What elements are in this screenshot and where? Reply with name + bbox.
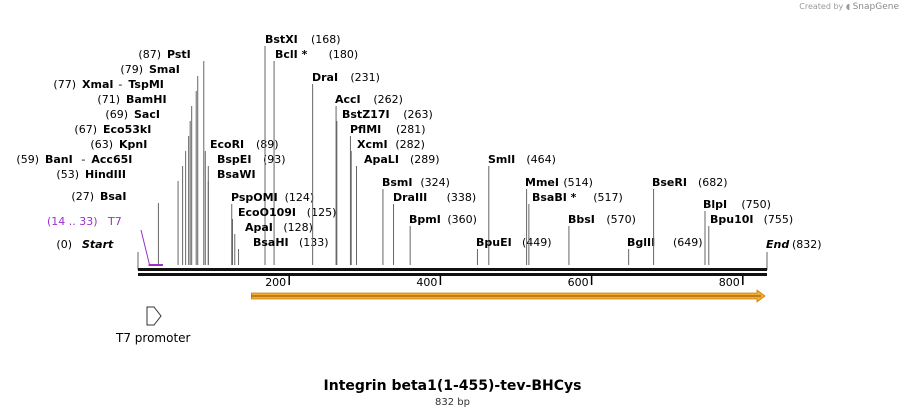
site-name: BanI bbox=[45, 153, 73, 166]
site-position: (27) bbox=[71, 190, 94, 203]
site-name: XcmI bbox=[357, 138, 388, 151]
site-name: ApaLI bbox=[364, 153, 399, 166]
site-position: (281) bbox=[396, 123, 426, 136]
site-name: BspEI bbox=[217, 153, 251, 166]
sequence-length: 832 bp bbox=[435, 397, 470, 408]
site-position: (649) bbox=[673, 236, 703, 249]
site-name: EcoO109I bbox=[238, 206, 296, 219]
credit-prefix: Created by bbox=[799, 2, 844, 11]
end-position: (832) bbox=[792, 238, 822, 251]
site-name: BsaI bbox=[100, 190, 126, 203]
ruler-label: 600 bbox=[568, 276, 589, 289]
site-name: BlpI bbox=[703, 198, 727, 211]
site-position: (289) bbox=[410, 153, 440, 166]
site-position: (53) bbox=[56, 168, 79, 181]
site-name: Bpu10I bbox=[710, 213, 754, 226]
site-name: ApaI bbox=[245, 221, 273, 234]
site-name: BsmI bbox=[382, 176, 413, 189]
site-position: (133) bbox=[299, 236, 329, 249]
site-name: SmaI bbox=[149, 63, 180, 76]
site-position: (517) bbox=[593, 191, 623, 204]
start-position: (0) bbox=[56, 238, 72, 251]
backbone-bottom-strand bbox=[138, 273, 767, 276]
site-name: BsaHI bbox=[253, 236, 289, 249]
site-name: PstI bbox=[167, 48, 191, 61]
site-position: (755) bbox=[764, 213, 794, 226]
site-isoschizomer: TspMI bbox=[128, 78, 164, 91]
promoter-arrow-icon bbox=[146, 306, 162, 326]
site-dash: - bbox=[81, 153, 85, 166]
site-name: PflMI bbox=[350, 123, 381, 136]
site-position: (464) bbox=[526, 153, 556, 166]
site-position: (59) bbox=[16, 153, 39, 166]
site-name: BstXI bbox=[265, 33, 298, 46]
site-position: (69) bbox=[105, 108, 128, 121]
map-title: Integrin beta1(1-455)-tev-BHCys bbox=[323, 378, 582, 394]
site-name: DraI bbox=[312, 71, 338, 84]
site-name: BstZ17I bbox=[342, 108, 390, 121]
site-name: DraIII bbox=[393, 191, 427, 204]
site-name: BpmI bbox=[409, 213, 441, 226]
site-position: (231) bbox=[350, 71, 380, 84]
site-position: (125) bbox=[307, 206, 337, 219]
site-dash: - bbox=[118, 78, 122, 91]
primer-name: T7 bbox=[107, 215, 122, 228]
site-name: SacI bbox=[134, 108, 160, 121]
promoter-label: T7 promoter bbox=[115, 331, 191, 345]
site-position: (514) bbox=[563, 176, 593, 189]
site-position: (570) bbox=[606, 213, 636, 226]
site-name: BsaWI bbox=[217, 168, 256, 181]
site-position: (79) bbox=[120, 63, 143, 76]
site-name: BpuEI bbox=[476, 236, 512, 249]
site-position: (324) bbox=[420, 176, 450, 189]
site-position: (682) bbox=[698, 176, 728, 189]
site-name: BglII bbox=[627, 236, 655, 249]
site-name: HindIII bbox=[85, 168, 126, 181]
backbone-top-strand bbox=[138, 268, 767, 271]
ruler-label: 200 bbox=[265, 276, 286, 289]
site-name: BclI * bbox=[275, 48, 308, 61]
site-position: (168) bbox=[311, 33, 341, 46]
site-position: (77) bbox=[53, 78, 76, 91]
primer-range: (14 .. 33) bbox=[47, 215, 98, 228]
site-position: (87) bbox=[138, 48, 161, 61]
site-position: (360) bbox=[447, 213, 477, 226]
site-name: XmaI bbox=[82, 78, 113, 91]
site-name: BamHI bbox=[126, 93, 167, 106]
site-name: PspOMI bbox=[231, 191, 278, 204]
site-isoschizomer: Acc65I bbox=[91, 153, 132, 166]
site-name: BbsI bbox=[568, 213, 595, 226]
site-position: (449) bbox=[522, 236, 552, 249]
ruler-label: 800 bbox=[719, 276, 740, 289]
site-position: (89) bbox=[256, 138, 279, 151]
site-position: (263) bbox=[403, 108, 433, 121]
site-name: EcoRI bbox=[210, 138, 244, 151]
site-position: (71) bbox=[97, 93, 120, 106]
ruler-label: 400 bbox=[416, 276, 437, 289]
site-name: AccI bbox=[335, 93, 361, 106]
site-position: (750) bbox=[741, 198, 771, 211]
site-position: (67) bbox=[74, 123, 97, 136]
end-label: End bbox=[766, 238, 789, 251]
site-name: KpnI bbox=[119, 138, 147, 151]
snapgene-credit: Created by ◖ SnapGene bbox=[799, 2, 899, 12]
primer-connector bbox=[140, 229, 151, 266]
credit-brand: SnapGene bbox=[852, 2, 899, 12]
site-name: BseRI bbox=[652, 176, 687, 189]
site-name: BsaBI * bbox=[532, 191, 577, 204]
site-name: SmlI bbox=[488, 153, 515, 166]
snapgene-logo-icon: ◖ bbox=[845, 2, 851, 11]
start-label: Start bbox=[82, 238, 114, 251]
site-position: (282) bbox=[395, 138, 425, 151]
site-name: MmeI bbox=[525, 176, 559, 189]
site-position: (124) bbox=[285, 191, 315, 204]
site-name: Eco53kI bbox=[103, 123, 151, 136]
site-position: (262) bbox=[373, 93, 403, 106]
site-position: (180) bbox=[329, 48, 359, 61]
site-position: (338) bbox=[447, 191, 477, 204]
site-position: (63) bbox=[90, 138, 113, 151]
site-position: (128) bbox=[283, 221, 313, 234]
